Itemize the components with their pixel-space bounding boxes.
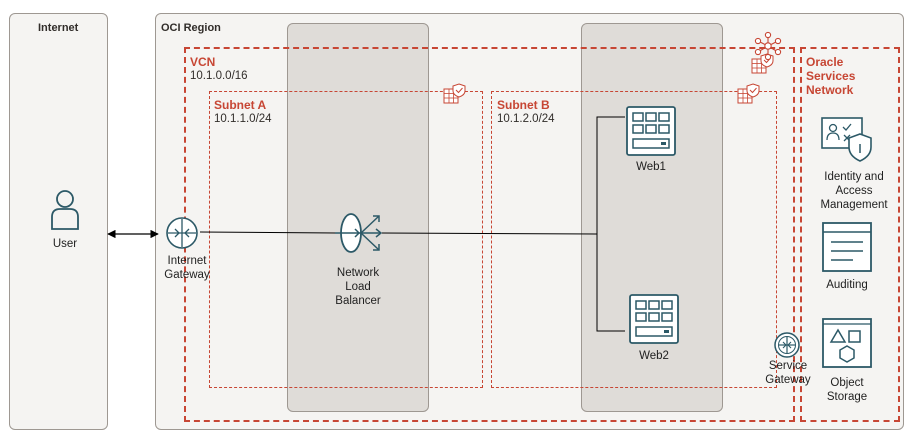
subnet-b-cidr: 10.1.2.0/24	[497, 113, 555, 125]
load-balancer-label: Network Load Balancer	[335, 267, 381, 307]
subnet-a-title: Subnet A	[214, 98, 267, 112]
internet-title: Internet	[38, 22, 79, 34]
web2-label: Web2	[639, 350, 669, 362]
vcn-network-icon	[753, 31, 783, 61]
internet-gateway-label: Internet Gateway	[164, 255, 210, 281]
osn-title: Oracle Services Network	[806, 55, 856, 97]
user-label: User	[52, 238, 78, 250]
subnet-b-boundary	[491, 91, 777, 388]
user-icon	[48, 189, 82, 233]
web-bracket-line	[596, 116, 625, 332]
service-gateway-label: Service Gateway	[765, 360, 811, 386]
object-storage-label: Object Storage	[826, 377, 868, 403]
web1-server-icon	[626, 106, 676, 156]
oci-region-panel	[155, 13, 904, 430]
oracle-services-network-boundary	[800, 47, 900, 422]
gateway-to-nlb-line	[199, 231, 337, 234]
load-balancer-icon	[333, 208, 385, 262]
security-list-icon	[737, 83, 761, 105]
availability-domain-2	[581, 23, 723, 412]
vcn-cidr: 10.1.0.0/16	[190, 70, 248, 82]
vcn-title: VCN	[190, 55, 216, 69]
web2-server-icon	[629, 294, 679, 344]
security-list-icon	[443, 83, 467, 105]
oci-region-title: OCI Region	[161, 22, 221, 34]
service-gateway-icon	[773, 331, 801, 359]
security-list-icon	[751, 53, 775, 75]
internet-panel	[9, 13, 108, 430]
auditing-icon	[822, 222, 872, 272]
subnet-a-boundary	[209, 91, 483, 388]
identity-access-management-icon	[821, 116, 873, 162]
object-storage-icon	[822, 318, 872, 368]
identity-access-management-label: Identity and Access Management	[820, 171, 888, 211]
availability-domain-1	[287, 23, 429, 412]
nlb-to-web-line	[381, 232, 598, 235]
auditing-label: Auditing	[826, 279, 868, 291]
web1-label: Web1	[636, 161, 666, 173]
subnet-a-cidr: 10.1.1.0/24	[214, 113, 272, 125]
subnet-b-title: Subnet B	[497, 98, 550, 112]
internet-gateway-icon	[160, 215, 204, 259]
